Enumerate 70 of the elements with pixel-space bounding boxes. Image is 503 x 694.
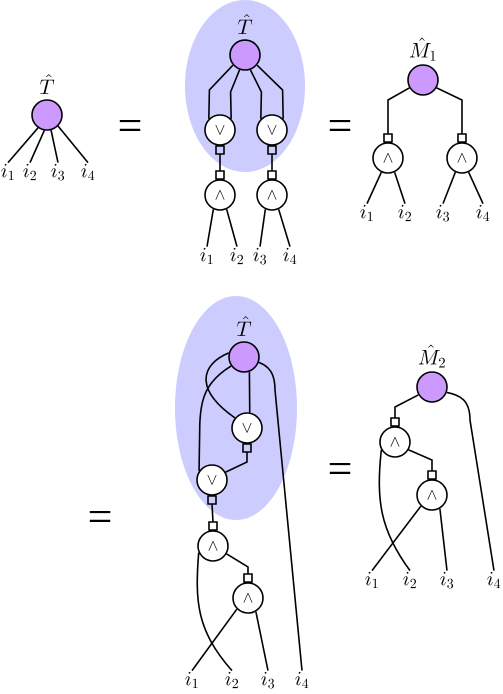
wire — [225, 452, 248, 473]
wire — [271, 154, 273, 171]
tensor-label: $\hat{M}_2$ — [418, 344, 445, 368]
wire — [394, 394, 419, 418]
tensor-circle — [416, 371, 448, 403]
equals-sign: = — [120, 120, 140, 131]
wire — [206, 209, 214, 247]
index-label: $i_3$ — [253, 248, 266, 264]
index-label: $i_1$ — [185, 672, 198, 688]
index-label: $i_1$ — [1, 164, 14, 180]
index-label: $i_1$ — [360, 204, 373, 222]
wire — [446, 392, 495, 571]
tensor-circle — [229, 39, 261, 71]
index-label: $i_4$ — [81, 164, 94, 180]
wire — [250, 70, 262, 119]
index-label: $i_2$ — [403, 572, 416, 588]
wire — [205, 352, 236, 418]
index-label: $i_1$ — [365, 572, 378, 588]
index-label: $i_2$ — [225, 672, 238, 688]
wire — [366, 172, 382, 204]
tensor-label: $\hat{M}_1$ — [410, 38, 436, 61]
index-label: $i_4$ — [295, 672, 308, 688]
wire — [196, 552, 233, 672]
wire — [7, 127, 39, 164]
wire — [208, 64, 234, 119]
wire — [378, 450, 411, 572]
tensor-label: $\hat{T}$ — [238, 14, 252, 34]
wire — [226, 209, 238, 247]
wire — [219, 154, 221, 171]
wire — [259, 209, 266, 247]
index-label: $i_3$ — [440, 572, 454, 588]
wire — [255, 612, 269, 671]
tensor-circle — [407, 64, 439, 96]
index-label: $i_2$ — [230, 248, 243, 264]
wire — [230, 70, 240, 119]
wire — [439, 508, 448, 571]
wire — [468, 172, 484, 204]
equals-sign: = — [90, 510, 110, 522]
tensor-label: $\hat{T}$ — [236, 316, 252, 336]
equals-sign: = — [330, 120, 350, 131]
wire — [211, 504, 214, 522]
index-label: $i_1$ — [200, 248, 213, 264]
wire — [278, 209, 291, 247]
tensor-label: $\hat{T}$ — [40, 74, 54, 94]
wire — [442, 172, 456, 204]
wire — [226, 553, 249, 574]
wire — [436, 87, 463, 134]
tensor-circle — [228, 341, 260, 373]
index-label: $i_4$ — [283, 248, 296, 264]
wire — [408, 449, 433, 471]
wire — [258, 362, 303, 671]
wire — [394, 172, 406, 204]
wire — [191, 608, 238, 672]
wire — [387, 87, 410, 134]
wire — [371, 506, 422, 572]
index-label: $i_2$ — [398, 204, 411, 222]
index-label: $i_4$ — [487, 572, 500, 588]
tensor-circle — [31, 99, 63, 131]
wire — [248, 372, 251, 412]
index-label: $i_3$ — [261, 672, 274, 688]
index-label: $i_2$ — [23, 164, 36, 180]
index-label: $i_3$ — [51, 164, 64, 180]
wire — [50, 130, 59, 163]
wire — [29, 130, 45, 163]
wire — [198, 365, 232, 471]
index-label: $i_4$ — [476, 204, 490, 222]
wire — [58, 126, 89, 164]
equals-sign: = — [330, 462, 350, 474]
wire — [256, 64, 284, 119]
index-label: $i_3$ — [436, 204, 450, 222]
